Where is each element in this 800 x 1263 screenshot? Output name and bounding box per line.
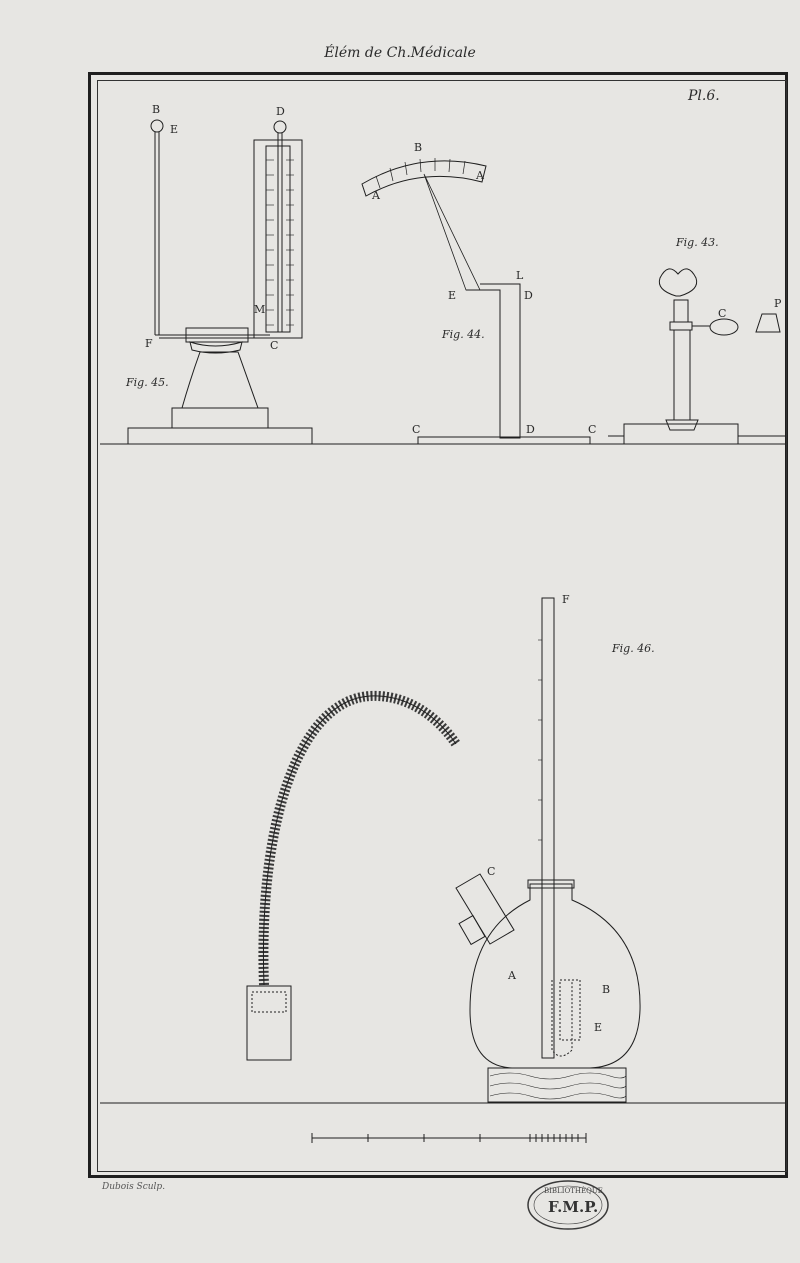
stamp-text-main: F.M.P. [548, 1198, 599, 1216]
plate-inner-frame [97, 80, 787, 1172]
fig43-apparatus [608, 268, 786, 445]
fig44-label-l: L [516, 269, 524, 282]
plate-number: Pl.6. [688, 88, 720, 104]
fig45-apparatus [127, 119, 313, 445]
fig44-label-c-right: C [588, 423, 597, 436]
engraver-signature: Dubois Sculp. [102, 1182, 166, 1192]
stamp-text-top: BIBLIOTHÈQUE [544, 1187, 603, 1195]
fig44-label-a-left: A [372, 189, 380, 202]
fig46-label-c: C [487, 865, 496, 878]
fig44-caption: Fig. 44. [442, 328, 485, 341]
library-stamp [527, 1180, 609, 1230]
fig45-label-e: E [170, 123, 179, 136]
fig46-caption: Fig. 46. [612, 642, 655, 655]
plate-title: Élém de Ch.Médicale [324, 45, 476, 61]
fig45-label-f: F [145, 337, 153, 350]
fig45-label-d: D [276, 105, 285, 118]
fig44-label-b: B [414, 141, 423, 154]
fig44-apparatus [361, 158, 591, 445]
fig44-label-a-right: A [476, 169, 484, 182]
fig44-label-d-base: D [526, 423, 535, 436]
fig45-label-m: M [254, 303, 266, 316]
scale-bar [311, 1133, 587, 1143]
fig46-label-f: F [562, 593, 570, 606]
fig45-label-b: B [152, 103, 161, 116]
fig44-label-c-left: C [412, 423, 421, 436]
fig46-label-e: E [594, 1021, 603, 1034]
fig45-label-c: C [270, 339, 279, 352]
fig44-label-d-top: D [524, 289, 533, 302]
fig43-label-p: P [774, 297, 782, 310]
fig43-label-c: C [718, 307, 727, 320]
fig46-flexible-tube [246, 690, 461, 1061]
fig46-label-b: B [602, 983, 611, 996]
fig46-flask [455, 597, 641, 1103]
fig45-caption: Fig. 45. [126, 376, 169, 389]
fig46-label-a: A [508, 969, 516, 982]
fig43-caption: Fig. 43. [676, 236, 719, 249]
fig44-label-e: E [448, 289, 457, 302]
